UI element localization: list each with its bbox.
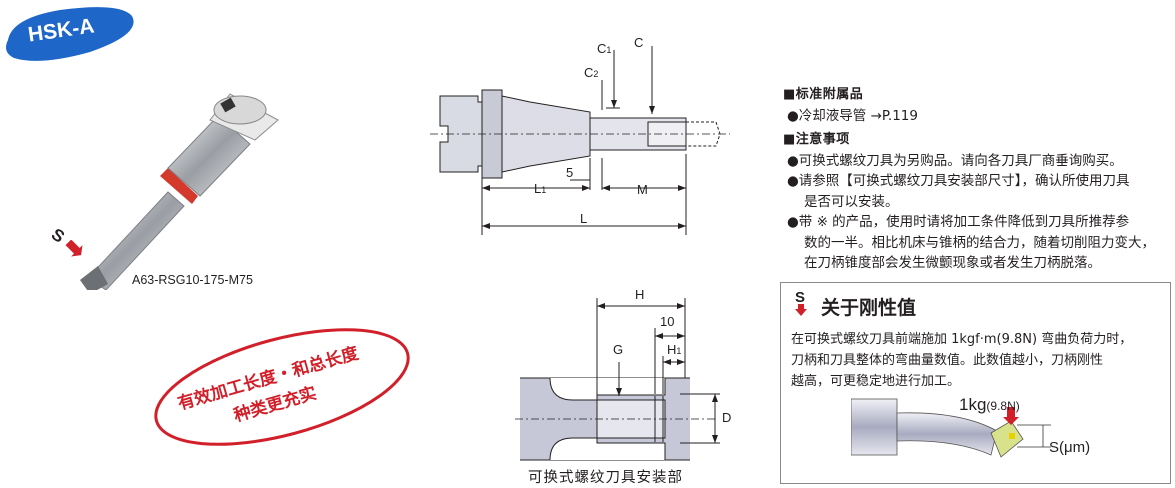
- load-label-value: 1kg: [959, 395, 987, 414]
- label-d: D: [722, 410, 732, 425]
- label-c1-text: C: [597, 41, 607, 56]
- rigidity-body-line3: 越高，可更稳定地进行加工。: [791, 374, 961, 389]
- caution-item-3-cont2: 在刀柄锥度部会发生微颤现象或者发生刀柄脱落。: [804, 255, 1101, 271]
- feature-stamp: 有效加工长度・和总长度 种类更充实: [148, 328, 416, 446]
- caution-item-3-cont1: 数的一半。相比机床与锥柄的结合力，随着切削阻力变大，: [804, 234, 1155, 251]
- label-dim-5: 5: [566, 165, 574, 180]
- caution-item-1: ●可换式螺纹刀具为另购品。请向各刀具厂商垂询购买。: [787, 152, 1123, 169]
- rigidity-box: S 关于刚性值 在可换式螺纹刀具前端施加 1kgf·m(9.8N) 弯曲负荷力时…: [780, 282, 1171, 484]
- rigidity-body: 在可换式螺纹刀具前端施加 1kgf·m(9.8N) 弯曲负荷力时， 刀柄和刀具整…: [791, 329, 1166, 392]
- label-l: L: [580, 211, 588, 226]
- cautions-heading: ■注意事项: [783, 132, 850, 147]
- down-arrow-icon: [795, 304, 807, 316]
- label-c1: C1: [597, 41, 611, 56]
- label-c1-sub: 1: [606, 45, 612, 55]
- label-h1-text: H: [667, 342, 677, 357]
- load-label: 1kg(9.8N): [959, 395, 1020, 415]
- series-badge: HSK-A: [0, 0, 145, 74]
- label-g: G: [613, 342, 624, 357]
- label-h: H: [635, 287, 645, 302]
- rigidity-body-line1: 在可换式螺纹刀具前端施加 1kgf·m(9.8N) 弯曲负荷力时，: [791, 332, 1133, 347]
- label-c: C: [634, 35, 644, 50]
- product-model: A63-RSG10-175-M75: [132, 273, 253, 287]
- rigidity-title: 关于刚性值: [821, 297, 917, 319]
- rigidity-body-line2: 刀柄和刀具整体的弯曲量数值。此数值越小，刀柄刚性: [791, 353, 1104, 368]
- label-h1-sub: 1: [676, 346, 682, 356]
- load-label-sub: (9.8N): [986, 399, 1020, 413]
- label-h1: H1: [667, 342, 681, 357]
- label-dim-10: 10: [660, 314, 675, 329]
- mount-section-drawing: [515, 298, 720, 461]
- caution-item-3: ●带 ※ 的产品，使用时请将加工条件降低到刀具所推荐参: [787, 214, 1130, 230]
- label-l1: L1: [534, 181, 546, 196]
- label-l1-sub: 1: [541, 185, 547, 195]
- rigidity-diagram: [851, 398, 1051, 458]
- label-m: M: [637, 182, 648, 197]
- main-dimension-drawing: [430, 46, 730, 235]
- product-illustration: [80, 93, 279, 290]
- mount-caption: 可换式螺纹刀具安装部: [528, 470, 683, 486]
- label-c2-text: C: [584, 65, 594, 80]
- caution-item-2: ●请参照【可换式螺纹刀具安装部尺寸】，确认所使用刀具: [787, 173, 1130, 189]
- label-c2: C2: [584, 65, 598, 80]
- deflection-label: S(μm): [1049, 439, 1091, 456]
- notes-panel: ■标准附属品 ●冷却液导管 →P.119 ■注意事项 ●可换式螺纹刀具为另购品。…: [783, 85, 1175, 274]
- label-l1-text: L: [534, 181, 542, 196]
- rigidity-icon: S: [795, 289, 807, 316]
- rigidity-icon-letter: S: [795, 289, 806, 306]
- label-c2-sub: 2: [593, 69, 599, 79]
- accessory-item: ●冷却液导管 →P.119: [787, 107, 918, 124]
- down-arrow-icon: [65, 240, 83, 257]
- accessories-heading: ■标准附属品: [783, 87, 864, 102]
- caution-item-2-cont: 是否可以安装。: [804, 193, 899, 210]
